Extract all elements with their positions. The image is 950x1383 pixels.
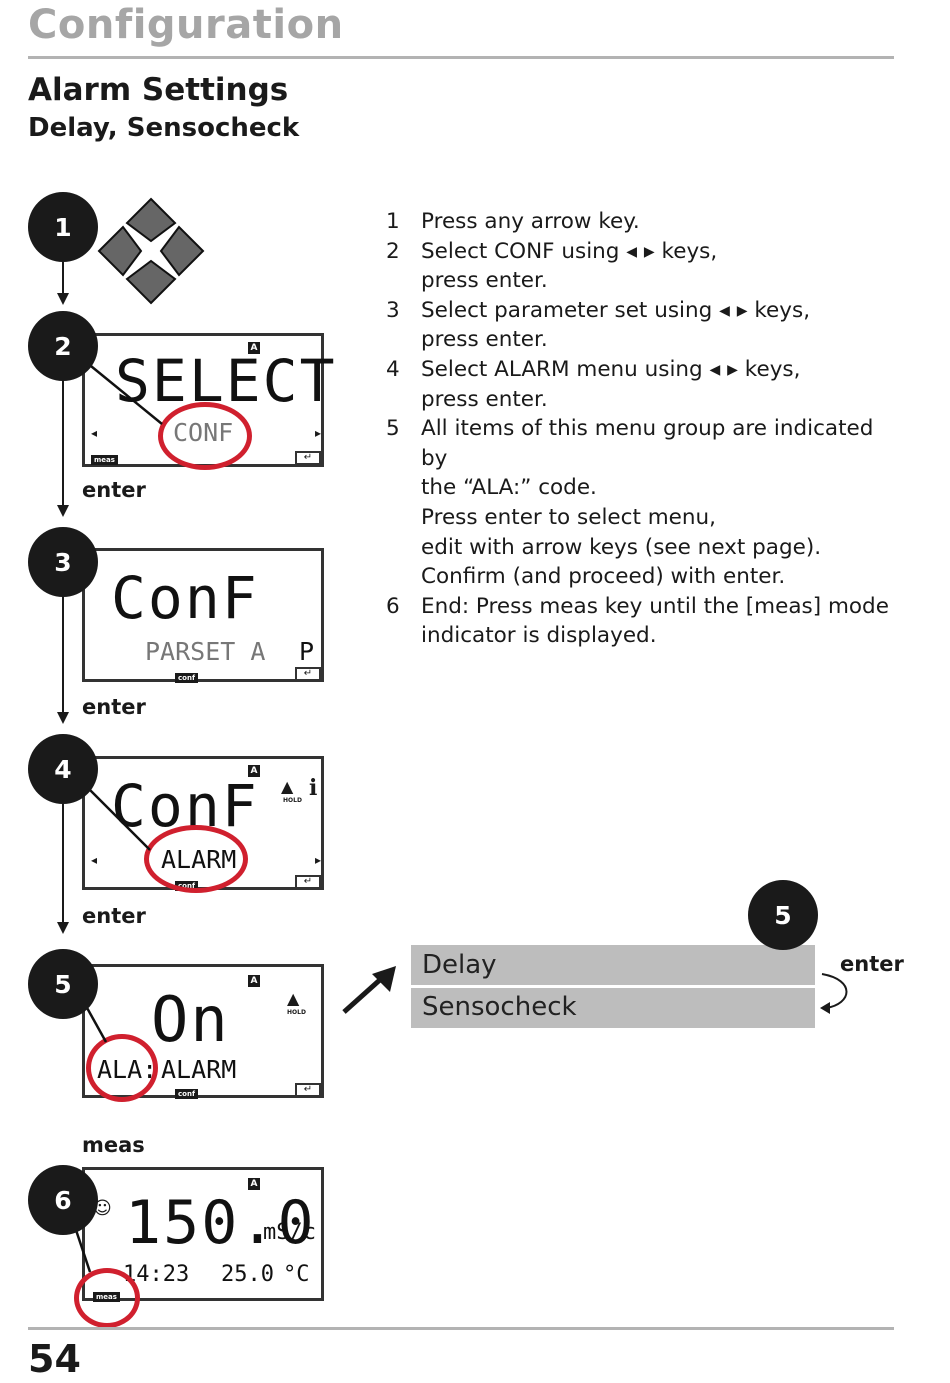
- header-divider: [28, 56, 894, 59]
- step-number-2: 2: [28, 311, 98, 381]
- arrow-down-icon: [125, 259, 177, 305]
- step-number-6: 6: [28, 1165, 98, 1235]
- menu-divider: [411, 985, 815, 988]
- lcd-mode-badge: conf: [175, 673, 198, 683]
- callout-line: [85, 361, 163, 425]
- page-title: Alarm Settings: [28, 72, 289, 108]
- lcd-temperature: 25.0: [221, 1262, 274, 1287]
- step-number-1: 1: [28, 192, 98, 262]
- highlight-ring: [144, 825, 248, 893]
- arrow-up-icon: [125, 197, 177, 243]
- instruction-item: 6 End: Press meas key until the [meas] m…: [386, 593, 889, 649]
- lcd-flag: A: [248, 342, 260, 354]
- key-label-meas: meas: [82, 1133, 145, 1157]
- lcd-main-text: On: [151, 983, 230, 1056]
- info-icon: i: [309, 775, 318, 801]
- warning-icon: ▲: [281, 777, 294, 796]
- flow-line: [62, 380, 64, 508]
- flow-line: [62, 804, 64, 926]
- section-heading: Configuration: [28, 2, 344, 48]
- instruction-item: 1 Press any arrow key.: [386, 209, 640, 234]
- flow-arrowhead: [57, 293, 69, 305]
- menu-item-delay[interactable]: Delay: [422, 950, 497, 980]
- instruction-item: 3 Select parameter set using ◂ ▸ keys,pr…: [386, 297, 811, 353]
- lcd-enter-icon: ↵: [295, 451, 321, 465]
- step-number-5: 5: [28, 949, 98, 1019]
- lcd-flag: A: [248, 765, 260, 777]
- hold-label: HOLD: [283, 797, 302, 804]
- menu-step-number: 5: [748, 880, 818, 950]
- key-label-enter: enter: [840, 952, 904, 976]
- lcd-flag: A: [248, 1178, 260, 1190]
- arrow-keypad-icon: [97, 197, 205, 305]
- pointer-arrow-icon: [342, 966, 396, 1014]
- lcd-temperature-unit: °C: [283, 1262, 310, 1287]
- lcd-left-caret-icon: ◂: [91, 426, 98, 440]
- hold-label: HOLD: [287, 1009, 306, 1016]
- lcd-main-value: 150.0: [125, 1188, 316, 1258]
- curved-arrow-icon: [820, 973, 848, 1014]
- lcd-unit: mS/c: [263, 1220, 316, 1245]
- instruction-list: 1 Press any arrow key. 2 Select CONF usi…: [386, 207, 896, 651]
- instruction-item: 4 Select ALARM menu using ◂ ▸ keys,press…: [386, 356, 801, 412]
- step-number-3: 3: [28, 527, 98, 597]
- lcd-right-caret-icon: ▸: [315, 853, 322, 867]
- menu-item-sensocheck[interactable]: Sensocheck: [422, 992, 577, 1022]
- arrow-left-icon: [97, 225, 143, 277]
- lcd-left-caret-icon: ◂: [91, 853, 98, 867]
- lcd-enter-icon: ↵: [295, 1083, 321, 1097]
- key-label-enter: enter: [82, 904, 146, 928]
- page-number: 54: [28, 1337, 81, 1381]
- highlight-ring: [86, 1034, 158, 1102]
- callout-line: [84, 1005, 108, 1043]
- highlight-ring: [74, 1268, 140, 1328]
- lcd-enter-icon: ↵: [295, 875, 321, 889]
- alarm-menu: Delay Sensocheck: [411, 945, 815, 1028]
- warning-icon: ▲: [287, 989, 300, 1008]
- callout-line: [85, 785, 151, 851]
- footer-divider: [28, 1327, 894, 1330]
- lcd-flag: A: [248, 975, 260, 987]
- flow-arrowhead: [57, 505, 69, 517]
- flow-line: [62, 262, 64, 296]
- flow-arrowhead: [57, 922, 69, 934]
- instruction-item: 2 Select CONF using ◂ ▸ keys,press enter…: [386, 238, 718, 294]
- instruction-item: 5 All items of this menu group are indic…: [386, 416, 874, 590]
- lcd-main-text: SELECT: [115, 347, 337, 415]
- lcd-display-conf: ConF PARSET A P conf ↵: [82, 548, 324, 683]
- key-label-enter: enter: [82, 478, 146, 502]
- key-label-enter: enter: [82, 695, 146, 719]
- flow-line: [62, 596, 64, 716]
- lcd-enter-icon: ↵: [295, 667, 321, 681]
- step-number-4: 4: [28, 734, 98, 804]
- callout-line: [74, 1229, 92, 1273]
- lcd-main-text: ConF: [111, 564, 259, 632]
- lcd-mode-badge: meas: [91, 455, 118, 465]
- arrow-right-icon: [159, 225, 205, 277]
- lcd-sub-text: PARSET A: [145, 637, 266, 666]
- lcd-parset-indicator: P: [299, 637, 315, 666]
- highlight-ring: [158, 402, 252, 470]
- page-subtitle: Delay, Sensocheck: [28, 113, 300, 143]
- flow-arrowhead: [57, 712, 69, 724]
- lcd-sub-text: ALARM: [161, 1055, 237, 1084]
- lcd-right-caret-icon: ▸: [315, 426, 322, 440]
- lcd-mode-badge: conf: [175, 1089, 198, 1099]
